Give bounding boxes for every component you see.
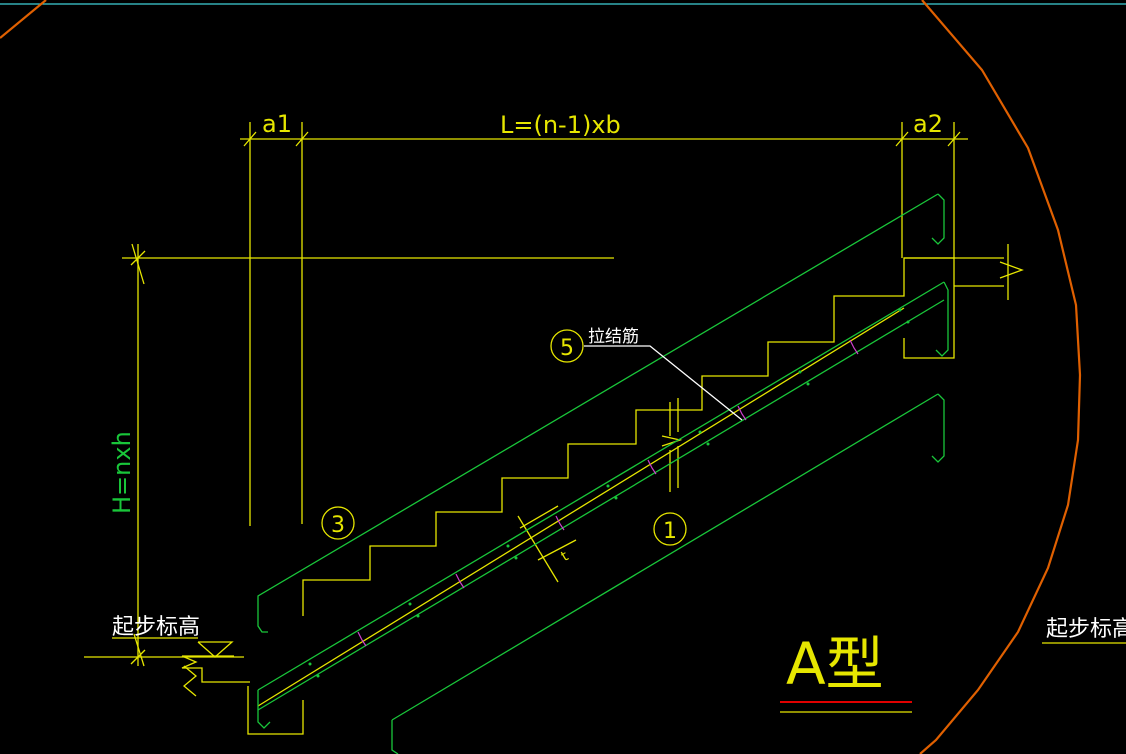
start-elevation-label-right: 起步标高 — [1046, 617, 1126, 642]
dim-L-label: L=(n-1)xb — [500, 111, 621, 139]
bar-mark-1: 1 — [653, 512, 687, 546]
bar-mark-3: 3 — [321, 506, 355, 540]
dim-t-label: t — [559, 548, 572, 565]
stair-profile — [181, 244, 1024, 735]
type-title: A型 — [786, 630, 884, 698]
bar-mark-1-text: 1 — [663, 519, 677, 544]
dim-a2-label: a2 — [913, 110, 943, 138]
bar-mark-3-text: 3 — [331, 513, 345, 538]
tie-bars — [357, 339, 859, 647]
rebar-dots — [308, 308, 910, 678]
rebar-lines — [257, 193, 949, 754]
start-elevation-label: 起步标高 — [112, 615, 200, 640]
tie-bar-label: 拉结筋 — [588, 327, 639, 347]
bar-mark-5-text: 5 — [560, 336, 574, 361]
boundary-arc-right — [919, 0, 1082, 754]
dim-H-label: H=nxh — [108, 431, 136, 514]
bar-mark-5: 5 — [550, 329, 584, 363]
dimension-lines — [84, 122, 1126, 667]
dim-a1-label: a1 — [262, 110, 292, 138]
boundary-arc-left — [0, 0, 47, 39]
